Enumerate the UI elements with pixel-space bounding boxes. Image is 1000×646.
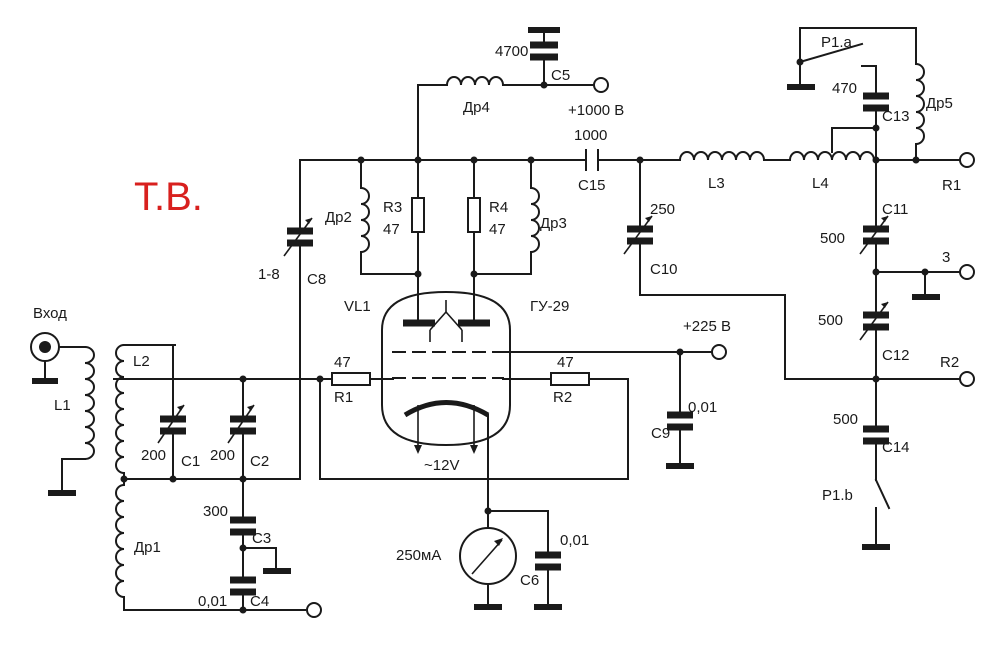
C2-value: 200 <box>210 447 235 464</box>
resistor-R1 <box>331 372 371 386</box>
C14-label: C14 <box>882 439 910 456</box>
screen-terminal <box>711 344 727 360</box>
C11-label: C11 <box>882 201 908 218</box>
inductor-L3 <box>678 151 791 162</box>
Dr4-label: Др4 <box>463 99 490 116</box>
resistor-R2 <box>550 372 590 386</box>
C6-value: 0,01 <box>560 532 589 549</box>
choke-Dr2 <box>359 159 419 275</box>
C8-label: C8 <box>307 271 326 288</box>
capacitor-C3 <box>230 478 291 579</box>
choke-Dr3 <box>473 159 540 275</box>
capacitor-C11 <box>859 159 889 314</box>
output-terminal-3 <box>959 264 975 280</box>
VL1-label: VL1 <box>344 298 371 315</box>
Dr3-label: Др3 <box>540 215 567 232</box>
relay-switch-P1a <box>787 27 917 90</box>
L2-label: L2 <box>133 353 150 370</box>
C13-value: 470 <box>832 80 857 97</box>
C12-value: 500 <box>818 312 843 329</box>
Dr5-label: Др5 <box>926 95 953 112</box>
capacitor-C13 <box>863 65 889 161</box>
Dr2-label: Др2 <box>325 209 352 226</box>
L4-label: L4 <box>812 175 829 192</box>
C5-label: C5 <box>551 67 570 84</box>
capacitor-C9 <box>666 351 694 469</box>
R2-value: 47 <box>557 354 574 371</box>
C10-label: C10 <box>650 261 678 278</box>
R2-label: R2 <box>553 389 572 406</box>
R1-value: 47 <box>334 354 351 371</box>
diagram-title: Т.В. <box>134 175 203 219</box>
C9-label: C9 <box>651 425 670 442</box>
capacitor-C15 <box>585 149 681 171</box>
P1a-label: P1.a <box>821 34 853 51</box>
C15-label: C15 <box>578 177 606 194</box>
C1-value: 200 <box>141 447 166 464</box>
inductor-L1 <box>48 345 95 496</box>
C4-value: 0,01 <box>198 593 227 610</box>
C6-label: C6 <box>520 572 539 589</box>
heater-label: ~12V <box>424 457 459 474</box>
capacitor-C2 <box>227 378 256 480</box>
C14-value: 500 <box>833 411 858 428</box>
capacitor-C12 <box>859 301 889 428</box>
output-R1-label: R1 <box>942 177 961 194</box>
output-R2-label: R2 <box>940 354 959 371</box>
hv-label: +1000 В <box>568 102 624 119</box>
choke-Dr4 <box>417 76 596 161</box>
R1-label: R1 <box>334 389 353 406</box>
capacitor-C1 <box>157 344 186 480</box>
ammeter <box>459 510 517 610</box>
choke-Dr5 <box>914 27 925 161</box>
L3-label: L3 <box>708 175 725 192</box>
C4-label: C4 <box>250 593 269 610</box>
bias-terminal <box>306 602 322 618</box>
capacitor-C10 <box>623 159 786 380</box>
R3-value: 47 <box>383 221 400 238</box>
C12-label: C12 <box>882 347 910 364</box>
C5-value: 4700 <box>495 43 528 60</box>
inductor-L2 <box>115 343 176 475</box>
C10-value: 250 <box>650 201 675 218</box>
C8-value: 1-8 <box>258 266 280 283</box>
input-label: Вход <box>33 305 67 322</box>
screen-voltage-label: +225 В <box>683 318 731 335</box>
tube-VL1 <box>371 290 681 512</box>
capacitor-C6 <box>534 510 562 610</box>
C15-value: 1000 <box>574 127 607 144</box>
output-terminal-R1 <box>959 152 975 168</box>
capacitor-C5 <box>528 27 560 86</box>
output-3-label: 3 <box>942 249 950 266</box>
C9-value: 0,01 <box>688 399 717 416</box>
R4-value: 47 <box>489 221 506 238</box>
tube-type-label: ГУ-29 <box>530 298 569 315</box>
relay-switch-P1b <box>862 478 891 550</box>
R4-label: R4 <box>489 199 508 216</box>
output-terminal-R2 <box>959 371 975 387</box>
capacitor-C14 <box>863 425 889 481</box>
C2-label: C2 <box>250 453 269 470</box>
Dr1-label: Др1 <box>134 539 161 556</box>
input-connector <box>30 332 86 384</box>
C11-value: 500 <box>820 230 845 247</box>
C13-label: C13 <box>882 108 910 125</box>
R3-label: R3 <box>383 199 402 216</box>
L1-label: L1 <box>54 397 71 414</box>
C3-value: 300 <box>203 503 228 520</box>
meter-label: 250мА <box>396 547 441 564</box>
capacitor-C8 <box>283 159 313 480</box>
hv-terminal <box>593 77 609 93</box>
P1b-label: P1.b <box>822 487 853 504</box>
C3-label: C3 <box>252 530 271 547</box>
C1-label: C1 <box>181 453 200 470</box>
